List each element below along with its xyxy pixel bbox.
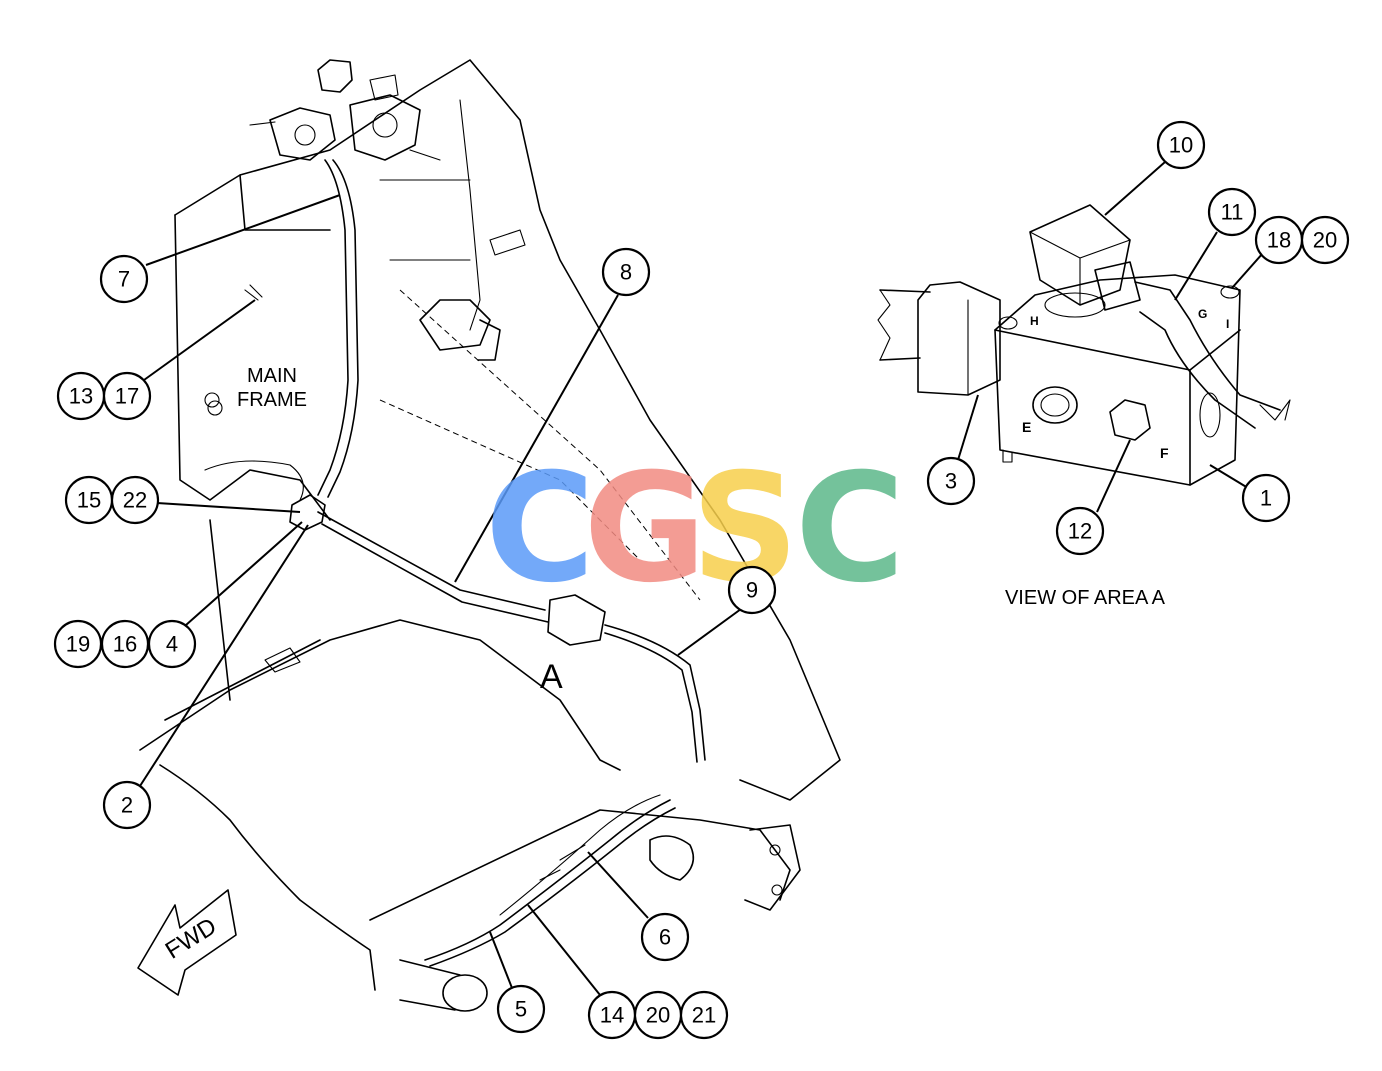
svg-text:21: 21 — [692, 1003, 716, 1028]
valve-mark-g: G — [1198, 307, 1207, 321]
svg-text:3: 3 — [945, 469, 957, 494]
callout-11: 11 — [1207, 187, 1257, 237]
svg-text:11: 11 — [1221, 200, 1244, 225]
callout-18: 18 — [1254, 215, 1304, 265]
callout-16: 16 — [100, 619, 150, 669]
cgsc-watermark: C G S C — [485, 442, 905, 616]
callout-12: 12 — [1055, 506, 1105, 556]
callout-balloons: 7 13 17 15 22 19 16 4 2 8 9 6 5 14 20 21… — [53, 120, 1350, 1040]
area-a-detail-view: E F H G I VIEW OF AREA A — [877, 204, 1291, 609]
svg-text:17: 17 — [115, 384, 139, 409]
main-frame-label-line2: FRAME — [237, 389, 307, 411]
svg-text:8: 8 — [620, 260, 632, 285]
svg-text:19: 19 — [66, 632, 90, 657]
callout-9: 9 — [727, 565, 777, 615]
watermark-letter-g: G — [583, 442, 706, 616]
valve-mark-e: E — [1022, 419, 1031, 435]
leader-lines — [139, 161, 1264, 996]
forward-arrow-icon: FWD — [137, 889, 237, 996]
svg-text:1: 1 — [1260, 486, 1272, 511]
callout-4: 4 — [147, 619, 197, 669]
callout-2: 2 — [102, 780, 152, 830]
svg-text:14: 14 — [600, 1003, 624, 1028]
valve-mark-h: H — [1030, 314, 1039, 328]
svg-text:15: 15 — [77, 488, 101, 513]
callout-21: 21 — [679, 990, 729, 1040]
main-frame-drawing: A MAIN FRAME — [139, 59, 841, 1012]
svg-text:10: 10 — [1169, 133, 1193, 158]
valve-mark-i: I — [1226, 317, 1229, 331]
view-caption: VIEW OF AREA A — [1005, 587, 1166, 609]
watermark-letter-c1: C — [485, 442, 595, 616]
callout-7: 7 — [99, 254, 149, 304]
callout-20-lower: 20 — [633, 990, 683, 1040]
svg-text:6: 6 — [659, 925, 671, 950]
callout-6: 6 — [640, 912, 690, 962]
svg-text:7: 7 — [118, 267, 130, 292]
main-frame-label-line1: MAIN — [247, 365, 297, 387]
svg-text:16: 16 — [113, 632, 137, 657]
callout-14: 14 — [587, 990, 637, 1040]
callout-1: 1 — [1241, 473, 1291, 523]
svg-text:5: 5 — [515, 997, 527, 1022]
callout-19: 19 — [53, 619, 103, 669]
callout-13: 13 — [56, 371, 106, 421]
callout-3: 3 — [926, 456, 976, 506]
svg-text:9: 9 — [746, 578, 758, 603]
svg-text:20: 20 — [646, 1003, 670, 1028]
svg-text:13: 13 — [69, 384, 93, 409]
valve-mark-f: F — [1160, 445, 1169, 461]
callout-22: 22 — [110, 475, 160, 525]
callout-20-upper: 20 — [1300, 215, 1350, 265]
callout-5: 5 — [496, 984, 546, 1034]
callout-10: 10 — [1156, 120, 1206, 170]
svg-text:4: 4 — [166, 632, 178, 657]
svg-text:22: 22 — [123, 488, 147, 513]
svg-text:12: 12 — [1068, 519, 1092, 544]
svg-text:2: 2 — [121, 793, 133, 818]
callout-17: 17 — [102, 371, 152, 421]
callout-8: 8 — [601, 247, 651, 297]
svg-text:18: 18 — [1267, 228, 1291, 253]
fwd-label: FWD — [161, 913, 222, 965]
watermark-letter-c2: C — [795, 442, 905, 616]
callout-15: 15 — [64, 475, 114, 525]
svg-text:20: 20 — [1313, 228, 1337, 253]
area-a-marker: A — [540, 658, 563, 696]
